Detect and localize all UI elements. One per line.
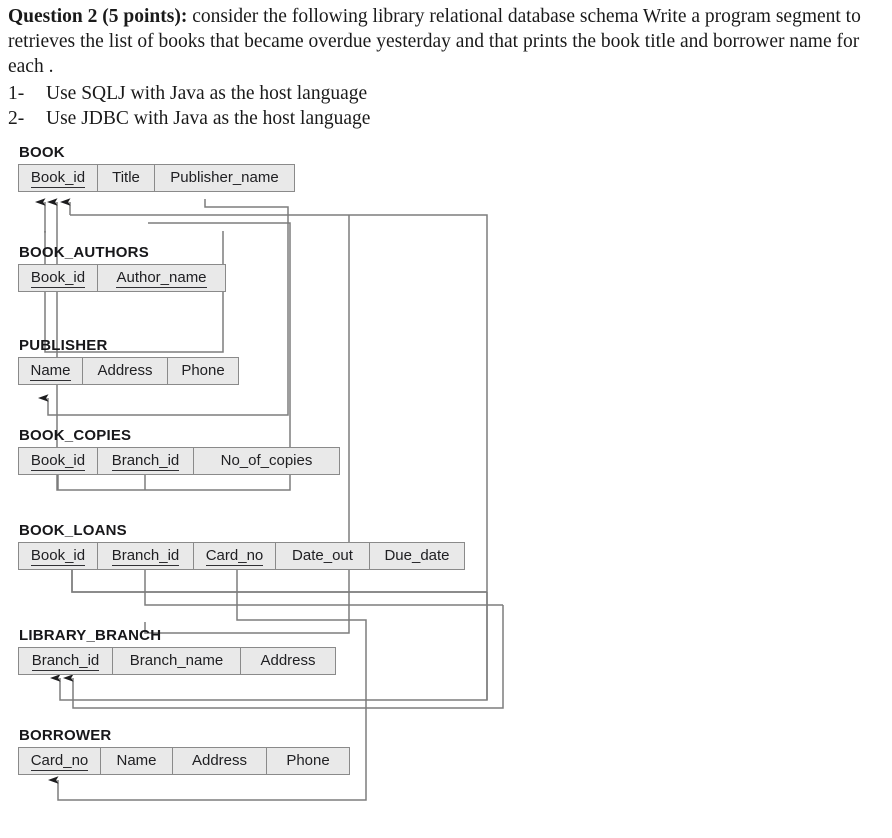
attribute-library-branch-address: Address — [260, 652, 316, 669]
attribute-publisher-name: Name — [19, 358, 83, 384]
attribute-library-branch-branch-id: Branch_id — [19, 648, 113, 674]
relation-book-copies: BOOK_COPIES Book_id Branch_id No_of_copi… — [18, 428, 340, 475]
task-text-1: Use SQLJ with Java as the host language — [46, 83, 368, 104]
task-number-1: 1- — [8, 83, 25, 104]
relation-row-library-branch: Branch_id Branch_name Address — [18, 647, 336, 675]
relation-book-authors: BOOK_AUTHORS Book_id Author_name — [18, 245, 226, 292]
task-text-2: Use JDBC with Java as the host language — [46, 108, 371, 129]
question-label: Question 2 (5 points): — [8, 6, 188, 27]
relation-row-borrower: Card_no Name Address Phone — [18, 747, 350, 775]
attribute-book-title: Title — [98, 165, 155, 191]
question-paragraph: Question 2 (5 points): consider the foll… — [8, 4, 884, 79]
relation-publisher: PUBLISHER Name Address Phone — [18, 338, 239, 385]
task-number-2: 2- — [8, 108, 25, 129]
task-item-1: 1- Use SQLJ with Java as the host languag… — [8, 81, 884, 106]
relation-book: BOOK Book_id Title Publisher_name — [18, 145, 295, 192]
attribute-borrower-address: Address — [173, 748, 267, 774]
relation-row-book-copies: Book_id Branch_id No_of_copies — [18, 447, 340, 475]
attribute-book-loans-branch-id: Branch_id — [98, 543, 194, 569]
attribute-book-copies-no-of-copies: No_of_copies — [220, 452, 313, 469]
attribute-publisher-address: Address — [83, 358, 168, 384]
attribute-book-loans-due-date: Due_date — [384, 547, 450, 564]
relation-name-book-copies: BOOK_COPIES — [19, 427, 132, 444]
attribute-borrower-name: Name — [101, 748, 173, 774]
attribute-borrower-card-no: Card_no — [19, 748, 101, 774]
attribute-library-branch-branch-name: Branch_name — [113, 648, 241, 674]
relation-row-book-authors: Book_id Author_name — [18, 264, 226, 292]
relation-book-loans: BOOK_LOANS Book_id Branch_id Card_no Dat… — [18, 523, 465, 570]
attribute-book-copies-book-id: Book_id — [19, 448, 98, 474]
attribute-borrower-phone: Phone — [286, 752, 330, 769]
relation-borrower: BORROWER Card_no Name Address Phone — [18, 728, 350, 775]
attribute-publisher-phone: Phone — [181, 362, 225, 379]
relation-row-book-loans: Book_id Branch_id Card_no Date_out Due_d… — [18, 542, 465, 570]
attribute-book-copies-branch-id: Branch_id — [98, 448, 194, 474]
foreign-key-connectors — [35, 198, 504, 801]
relation-row-publisher: Name Address Phone — [18, 357, 239, 385]
relation-row-book: Book_id Title Publisher_name — [18, 164, 295, 192]
attribute-book-loans-date-out: Date_out — [276, 543, 370, 569]
schema-diagram: BOOK Book_id Title Publisher_name BOOK_A… — [0, 140, 892, 838]
question-block: Question 2 (5 points): consider the foll… — [8, 4, 884, 131]
relation-name-library-branch: LIBRARY_BRANCH — [19, 627, 162, 644]
attribute-book-book-id: Book_id — [19, 165, 98, 191]
relation-name-book-loans: BOOK_LOANS — [19, 522, 127, 539]
relation-name-borrower: BORROWER — [19, 727, 112, 744]
relation-library-branch: LIBRARY_BRANCH Branch_id Branch_name Add… — [18, 628, 336, 675]
task-item-2: 2- Use JDBC with Java as the host languag… — [8, 106, 884, 131]
relation-name-publisher: PUBLISHER — [19, 337, 108, 354]
question-body: consider the following library relationa… — [8, 6, 861, 77]
attribute-book-authors-author-name: Author_name — [116, 269, 207, 288]
relation-name-book-authors: BOOK_AUTHORS — [19, 244, 149, 261]
relation-name-book: BOOK — [19, 144, 65, 161]
attribute-book-publisher-name: Publisher_name — [170, 169, 279, 186]
attribute-book-authors-book-id: Book_id — [19, 265, 98, 291]
task-list: 1- Use SQLJ with Java as the host languag… — [8, 81, 884, 131]
attribute-book-loans-book-id: Book_id — [19, 543, 98, 569]
attribute-book-loans-card-no: Card_no — [194, 543, 276, 569]
